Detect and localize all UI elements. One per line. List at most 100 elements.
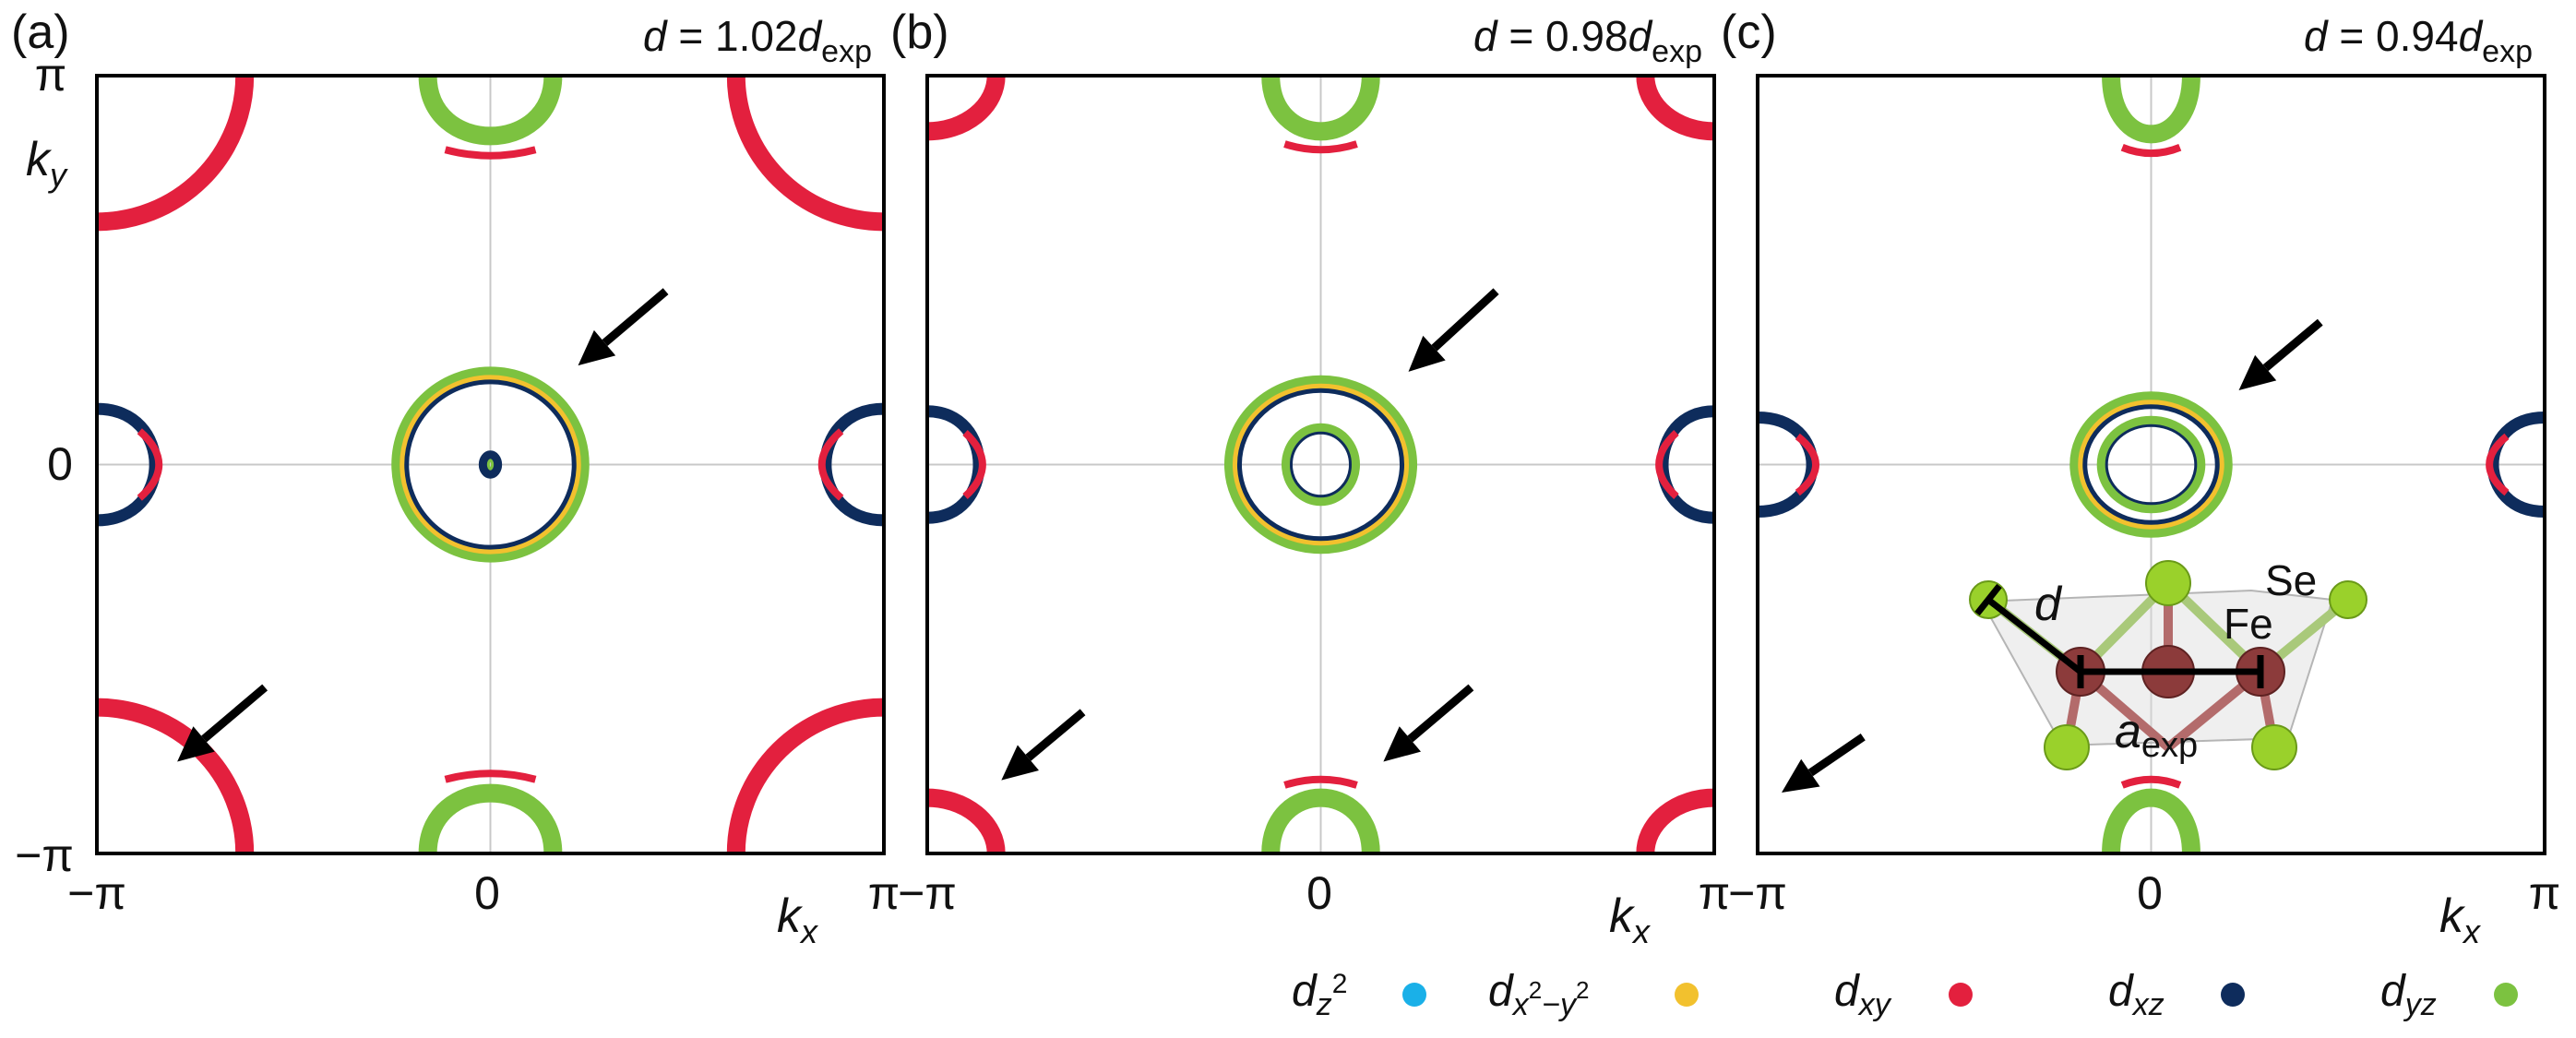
pocket-layer bbox=[927, 76, 1714, 853]
fermi-pocket-side-inner bbox=[137, 428, 163, 501]
annotation-arrow-head bbox=[578, 329, 616, 366]
legend-label-dz2: dz2 bbox=[1292, 967, 1347, 1022]
fermi-pocket-ring bbox=[1233, 384, 1409, 545]
fermi-pocket-edge-inner bbox=[444, 146, 537, 160]
annotation-arrow bbox=[1025, 709, 1086, 761]
fermi-pocket-ring bbox=[2096, 415, 2206, 514]
fermi-pocket-ring bbox=[1223, 375, 1418, 555]
annotation-arrow bbox=[1807, 733, 1866, 777]
fermi-pocket-ring bbox=[1228, 379, 1413, 550]
panel-c-frame bbox=[1756, 74, 2546, 855]
fermi-pocket-edge-inner bbox=[2120, 144, 2182, 158]
panel-b-xtick-right: π bbox=[1699, 867, 1731, 919]
annotation-arrow bbox=[2262, 318, 2323, 372]
legend-swatch-dxy bbox=[1949, 983, 1973, 1007]
fermi-pocket-corner bbox=[726, 76, 884, 232]
panel-c-annotation: d = 0.94dexp bbox=[2304, 12, 2533, 69]
panel-c-xlabel: kx bbox=[2439, 889, 2482, 950]
legend-label-dx2-y2: dx2−y2 bbox=[1488, 967, 1590, 1022]
inset-d-arrow bbox=[1986, 597, 2083, 674]
inset-label-d: d bbox=[2034, 578, 2063, 631]
panel-a-ylabel: ky bbox=[26, 133, 68, 194]
fermi-pocket-ring bbox=[400, 376, 580, 554]
panel-a-ytick-mid: 0 bbox=[47, 438, 73, 490]
fermi-pocket-edge bbox=[2102, 76, 2200, 144]
fermi-pocket-corner bbox=[97, 76, 255, 232]
panel-a-xtick-left: −π bbox=[67, 867, 126, 919]
fermi-pocket-side-inner bbox=[962, 429, 986, 500]
legend-label-dxz: dxz bbox=[2108, 967, 2165, 1022]
fermi-pocket-edge-inner bbox=[1283, 775, 1358, 789]
panel-a-ytick-bottom: −π bbox=[15, 829, 74, 881]
fermi-pocket-side-inner bbox=[1655, 429, 1679, 500]
panel-a-xtick-right: π bbox=[868, 867, 900, 919]
fermi-pocket-edge-inner bbox=[444, 770, 537, 783]
panel-b-plot bbox=[927, 76, 1714, 853]
fermi-pocket-ring bbox=[2069, 391, 2233, 538]
panel-b-annotation: d = 0.98dexp bbox=[1473, 12, 1702, 69]
se-atom bbox=[2044, 724, 2090, 770]
panel-c: (c) d = 0.94dexp −π 0 π kx bbox=[1721, 6, 2560, 950]
fermi-pocket-ring bbox=[1281, 423, 1361, 507]
annotation-arrow bbox=[1431, 288, 1499, 352]
inset-label-se: Se bbox=[2265, 556, 2317, 604]
legend-swatch-dz2 bbox=[1402, 983, 1426, 1007]
fermi-pocket-edge bbox=[1261, 788, 1380, 853]
panel-a-tag: (a) bbox=[11, 6, 70, 59]
fermi-pocket-edge bbox=[1261, 76, 1380, 141]
legend-item-dyz: dyz bbox=[2380, 967, 2518, 1022]
fermi-pocket-corner bbox=[97, 698, 255, 853]
panel-a-plot bbox=[97, 76, 884, 853]
fermi-pocket-corner bbox=[927, 76, 1006, 141]
panel-c-tag: (c) bbox=[1721, 6, 1777, 59]
legend-item-dx2-y2: dx2−y2 bbox=[1488, 967, 1699, 1022]
fermi-pocket-side-inner bbox=[817, 428, 844, 501]
annotation-arrow-head bbox=[1408, 335, 1446, 372]
panel-a-ytick-top: π bbox=[35, 49, 67, 101]
panel-b-xtick-mid: 0 bbox=[1306, 867, 1332, 919]
legend-item-dxz: dxz bbox=[2108, 967, 2245, 1022]
se-atom bbox=[2329, 580, 2367, 619]
fermi-pocket-corner bbox=[927, 788, 1006, 853]
fermi-pocket-edge bbox=[418, 76, 563, 146]
panel-b: (b) d = 0.98dexp −π 0 π kx bbox=[890, 6, 1730, 950]
panel-b-xtick-left: −π bbox=[898, 867, 957, 919]
fermi-pocket-side bbox=[1656, 405, 1714, 524]
fermi-pocket-corner bbox=[726, 698, 884, 853]
panel-b-frame bbox=[925, 74, 1716, 855]
panel-a-annotation: d = 1.02dexp bbox=[643, 12, 872, 69]
pocket-layer bbox=[1758, 76, 2545, 853]
panel-c-xtick-right: π bbox=[2529, 867, 2561, 919]
annotation-arrow-head bbox=[177, 726, 215, 762]
legend-swatch-dx2-y2 bbox=[1675, 983, 1699, 1007]
fermi-pocket-side bbox=[1758, 412, 1819, 518]
fermi-pocket-ring bbox=[478, 450, 503, 479]
fermi-pocket-ring bbox=[391, 366, 590, 563]
legend-swatch-dxz bbox=[2221, 983, 2245, 1007]
panel-b-xlabel: kx bbox=[1609, 889, 1652, 950]
legend-item-dxy: dxy bbox=[1834, 967, 1973, 1022]
se-atom bbox=[2251, 724, 2297, 770]
fermi-pocket-side-inner bbox=[2486, 433, 2510, 496]
fese-structure-inset: d Se Fe aexp bbox=[1969, 556, 2367, 770]
se-atom bbox=[2145, 560, 2191, 606]
legend-label-dxy: dxy bbox=[1834, 967, 1892, 1022]
fermi-pocket-edge-inner bbox=[2120, 775, 2182, 789]
annotation-arrow-head bbox=[1001, 745, 1040, 781]
fermi-pocket-ring bbox=[2074, 396, 2228, 533]
legend-swatch-dyz bbox=[2494, 983, 2518, 1007]
panel-b-tag: (b) bbox=[890, 6, 949, 59]
panel-c-plot bbox=[1758, 76, 2545, 853]
fermi-pocket-corner bbox=[1636, 788, 1714, 853]
panel-a-xtick-mid: 0 bbox=[474, 867, 500, 919]
legend-label-dyz: dyz bbox=[2380, 967, 2437, 1022]
annotation-arrow bbox=[602, 288, 669, 347]
inset-d-arrow-cap bbox=[1974, 583, 2002, 616]
fermi-pocket-ring bbox=[2079, 400, 2224, 529]
panel-c-xtick-left: −π bbox=[1728, 867, 1787, 919]
orbital-legend: dz2 dx2−y2 dxy dxz dyz bbox=[1292, 967, 2518, 1022]
fermi-pocket-corner bbox=[1636, 76, 1714, 141]
fermi-pocket-side bbox=[97, 402, 161, 527]
panel-c-xtick-mid: 0 bbox=[2137, 867, 2163, 919]
